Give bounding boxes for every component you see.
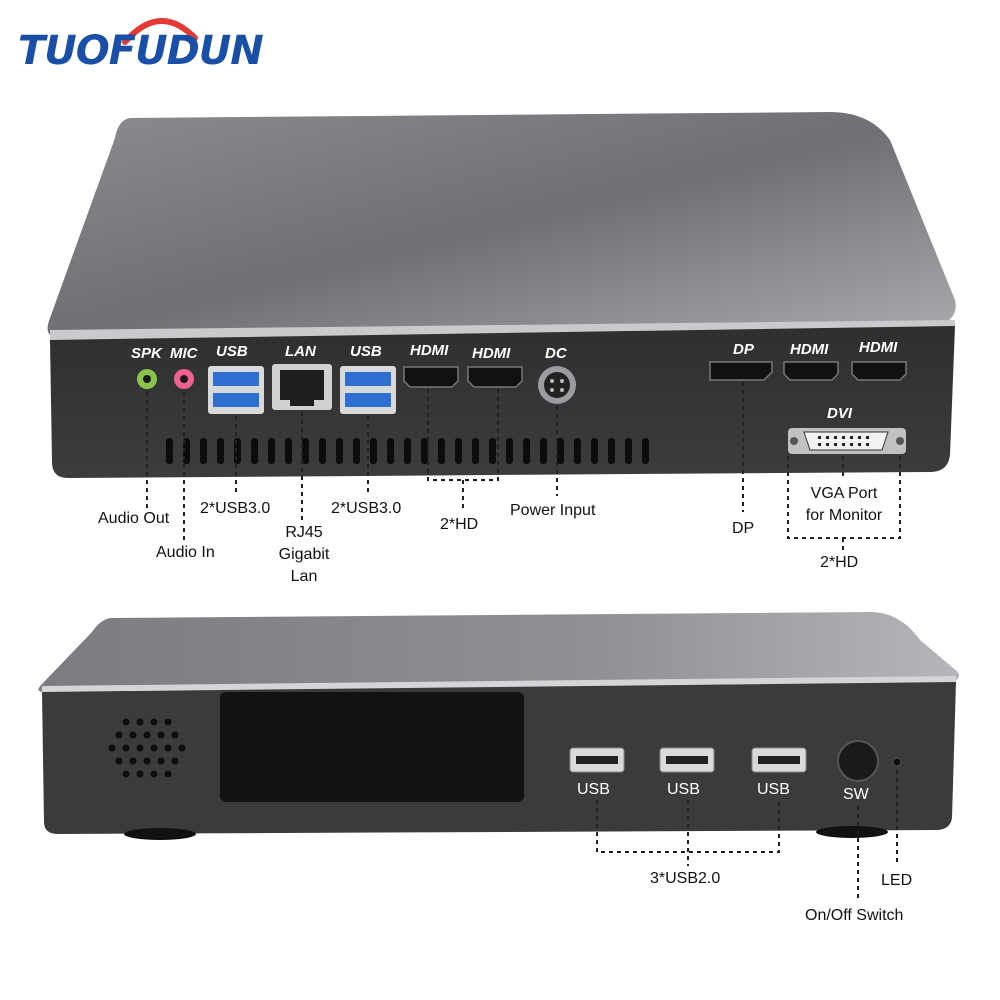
port-label-hdmi-b: HDMI	[472, 345, 511, 362]
callout-rj45-line2: Gigabit Lan	[278, 546, 330, 585]
callout-audio-out: Audio Out	[98, 510, 170, 527]
port-label-front-usb-2: USB	[667, 781, 700, 798]
port-label-hdmi-d: HDMI	[859, 339, 898, 356]
callout-audio-in: Audio In	[156, 544, 215, 561]
front-display-window	[220, 692, 524, 802]
callout-power-input: Power Input	[510, 502, 596, 519]
port-label-dc: DC	[545, 345, 567, 362]
callout-dp: DP	[732, 520, 755, 537]
port-label-front-usb-3: USB	[757, 781, 790, 798]
callout-vga: VGA Port for Monitor	[800, 483, 888, 527]
port-label-usb-a: USB	[216, 343, 248, 360]
port-label-lan: LAN	[285, 343, 316, 360]
port-label-front-usb-1: USB	[577, 781, 610, 798]
callout-rj45: RJ45 Gigabit Lan	[264, 522, 344, 588]
callout-usb3-right: 2*USB3.0	[331, 500, 402, 517]
port-label-hdmi-c: HDMI	[790, 341, 829, 358]
port-label-spk: SPK	[131, 345, 162, 362]
callout-vga-line1: VGA Port	[810, 485, 878, 502]
rear-vents	[166, 438, 649, 464]
callout-hd-left: 2*HD	[440, 516, 479, 533]
port-label-sw: SW	[843, 786, 869, 803]
callout-hd-right: 2*HD	[820, 554, 859, 571]
logo-swoosh-icon	[122, 18, 198, 45]
brand-logo: TUOFUDUN	[18, 28, 264, 74]
callout-vga-line2: for Monitor	[805, 507, 883, 524]
port-label-hdmi-a: HDMI	[410, 342, 449, 359]
power-switch	[837, 740, 879, 782]
led-indicator	[892, 757, 902, 767]
callout-led: LED	[881, 872, 913, 889]
port-label-dp: DP	[733, 341, 754, 358]
port-label-mic: MIC	[170, 345, 198, 362]
speaker-grille	[108, 718, 186, 778]
port-label-dvi: DVI	[827, 405, 853, 422]
callout-usb2: 3*USB2.0	[650, 870, 721, 887]
port-label-usb-b: USB	[350, 343, 382, 360]
callout-usb3-left: 2*USB3.0	[200, 500, 271, 517]
callout-switch: On/Off Switch	[805, 907, 904, 924]
callout-rj45-line1: RJ45	[285, 524, 323, 541]
